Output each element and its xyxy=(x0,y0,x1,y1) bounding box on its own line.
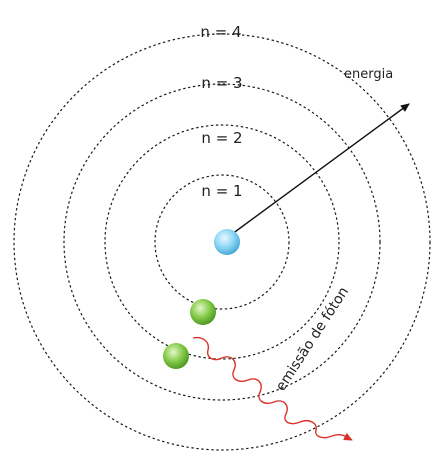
orbit-n4 xyxy=(13,33,431,451)
energy-arrow xyxy=(227,103,410,238)
electron-lower xyxy=(163,343,189,369)
level-label-n1: n = 1 xyxy=(201,182,242,200)
photon-label: emissão de fóton xyxy=(273,284,352,394)
level-label-n3: n = 3 xyxy=(201,74,242,92)
photon-wave xyxy=(192,336,353,441)
orbit-n1 xyxy=(154,174,290,310)
energy-label: energia xyxy=(344,67,393,82)
electron-upper xyxy=(190,299,216,325)
orbit-n3 xyxy=(63,83,381,401)
orbit-n2 xyxy=(104,124,340,360)
level-label-n4: n = 4 xyxy=(200,23,241,41)
level-label-n2: n = 2 xyxy=(201,129,242,147)
nucleus xyxy=(214,229,240,255)
